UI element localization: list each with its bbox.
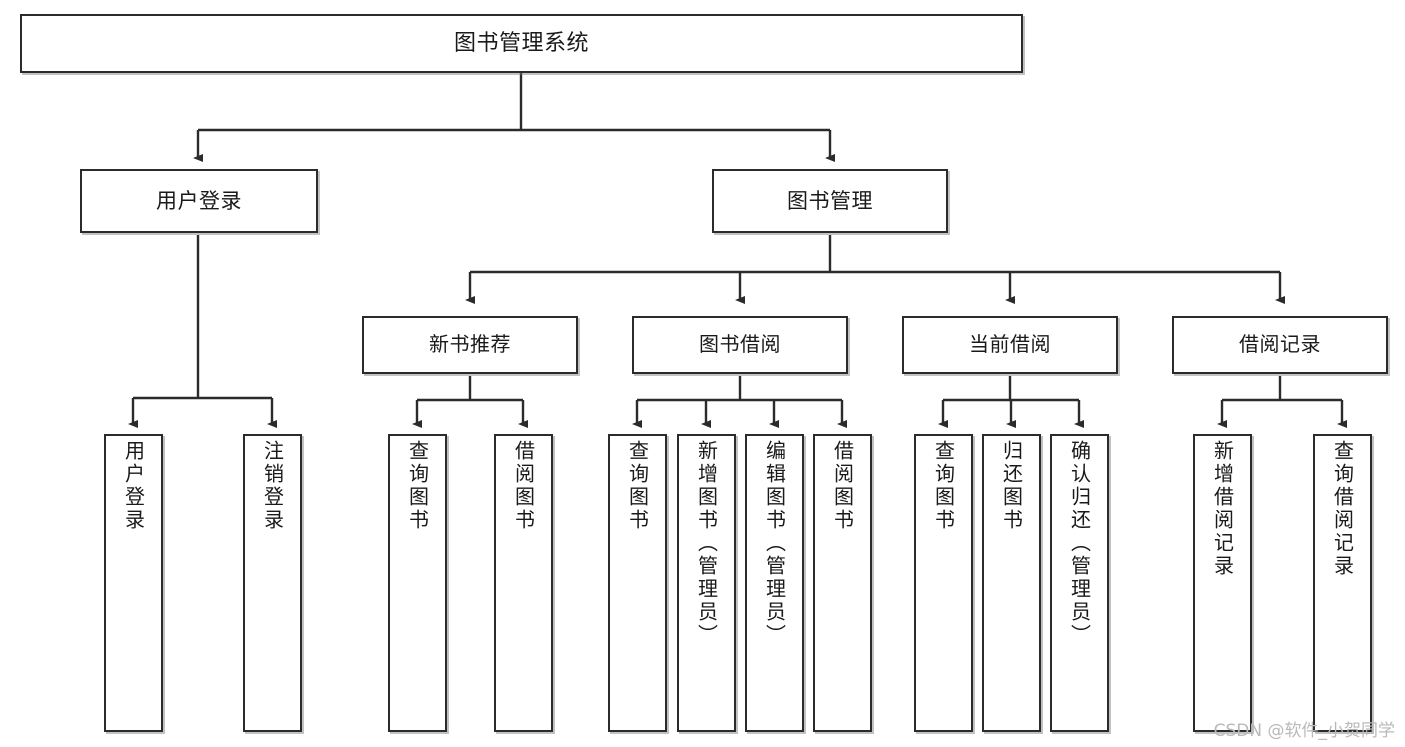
- node-borrow-record[interactable]: 借阅记录: [1172, 316, 1388, 374]
- leaf-label: 归还图书: [999, 440, 1024, 532]
- leaf-label: 借阅图书: [830, 440, 855, 532]
- leaf-label: 用户登录: [121, 440, 146, 532]
- leaf-label: 借阅图书: [511, 440, 536, 532]
- node-book-borrow[interactable]: 图书借阅: [632, 316, 848, 374]
- leaf-label: 新增借阅记录: [1210, 440, 1235, 578]
- leaf-label: 注销登录: [260, 440, 285, 532]
- leaf-label: 查询借阅记录: [1330, 440, 1355, 578]
- leaf-book-borrow-add[interactable]: 新增图书（管理员）: [677, 434, 736, 732]
- leaf-book-borrow-edit[interactable]: 编辑图书（管理员）: [745, 434, 804, 732]
- node-new-book-recommend[interactable]: 新书推荐: [362, 316, 578, 374]
- node-root[interactable]: 图书管理系统: [20, 14, 1023, 73]
- node-book-borrow-label: 图书借阅: [699, 332, 781, 357]
- node-new-book-recommend-label: 新书推荐: [429, 332, 511, 357]
- leaf-book-borrow-query[interactable]: 查询图书: [608, 434, 667, 732]
- leaf-label: 查询图书: [405, 440, 430, 532]
- leaf-label: 新增图书（管理员）: [694, 440, 719, 647]
- leaf-label: 确认归还（管理员）: [1067, 440, 1092, 647]
- leaf-label: 编辑图书（管理员）: [762, 440, 787, 647]
- leaf-current-borrow-return[interactable]: 归还图书: [982, 434, 1041, 732]
- node-root-label: 图书管理系统: [453, 30, 589, 56]
- leaf-current-borrow-query[interactable]: 查询图书: [914, 434, 973, 732]
- leaf-current-borrow-confirm-return[interactable]: 确认归还（管理员）: [1050, 434, 1109, 732]
- leaf-borrow-record-add[interactable]: 新增借阅记录: [1193, 434, 1252, 732]
- node-borrow-record-label: 借阅记录: [1239, 332, 1321, 357]
- leaf-new-book-borrow[interactable]: 借阅图书: [494, 434, 553, 732]
- node-book-management-label: 图书管理: [787, 188, 873, 213]
- leaf-book-borrow-borrow[interactable]: 借阅图书: [813, 434, 872, 732]
- watermark: CSDN @软件_小贺同学: [1213, 721, 1395, 741]
- leaf-user-login-logout[interactable]: 注销登录: [243, 434, 302, 732]
- node-current-borrow-label: 当前借阅: [969, 332, 1051, 357]
- node-user-login-label: 用户登录: [156, 188, 242, 213]
- leaf-borrow-record-query[interactable]: 查询借阅记录: [1313, 434, 1372, 732]
- leaf-user-login-login[interactable]: 用户登录: [104, 434, 163, 732]
- leaf-label: 查询图书: [931, 440, 956, 532]
- leaf-new-book-query[interactable]: 查询图书: [388, 434, 447, 732]
- leaf-label: 查询图书: [625, 440, 650, 532]
- node-book-management[interactable]: 图书管理: [712, 169, 948, 233]
- node-user-login[interactable]: 用户登录: [80, 169, 318, 233]
- node-current-borrow[interactable]: 当前借阅: [902, 316, 1118, 374]
